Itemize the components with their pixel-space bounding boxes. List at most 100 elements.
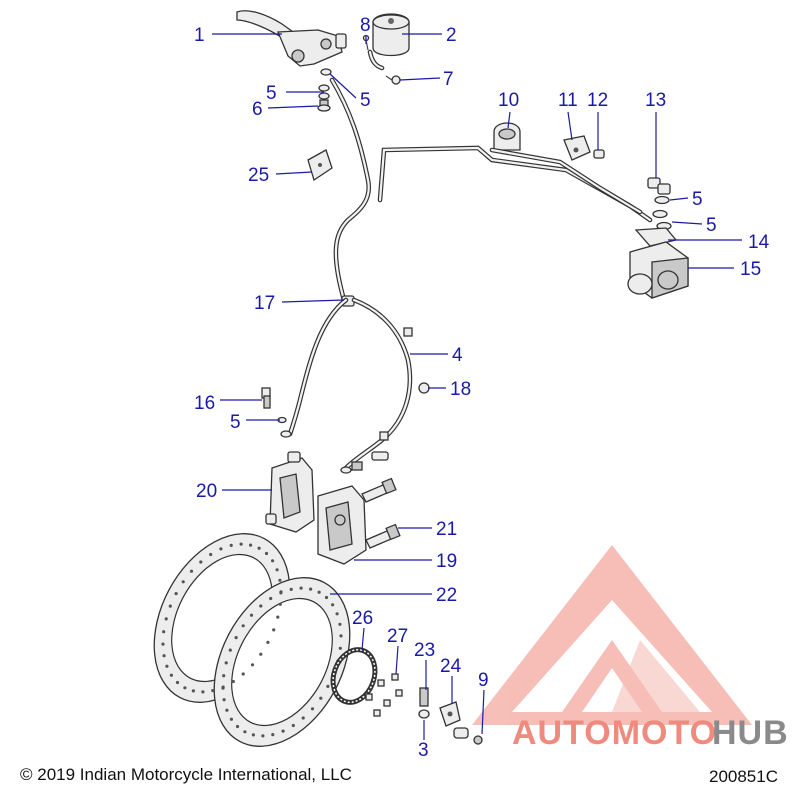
callout-11: 11 [558, 90, 578, 111]
callout-18: 18 [450, 379, 471, 400]
rotor-drill-hole [266, 640, 270, 645]
rotor-drill-hole [264, 551, 269, 556]
rotor-drill-hole [241, 624, 245, 628]
rotor-drill-hole [162, 630, 166, 634]
rotor-drill-hole [271, 733, 275, 737]
callout-8: 8 [360, 15, 371, 36]
rotor-drill-hole [234, 636, 238, 640]
master-cylinder-lever [236, 10, 347, 67]
rotor-drill-hole [257, 546, 261, 550]
bracket-25 [307, 149, 333, 182]
rotor-drill-hole [326, 684, 330, 689]
rotor-drill-hole [289, 587, 293, 592]
abs-bracket [634, 227, 678, 247]
rotor-drill-hole [275, 568, 279, 572]
line-clamp [563, 135, 591, 161]
abs-bolts [647, 177, 672, 231]
rotor-drill-hole [225, 708, 229, 712]
rotor-drill-hole [271, 559, 275, 563]
brake-caliper-left [265, 451, 315, 533]
rotor-drill-hole [317, 590, 321, 594]
rotor-drill-hole [278, 602, 282, 606]
callout-14: 14 [748, 232, 770, 253]
caliper-mount-bolts [361, 477, 401, 549]
callout-5: 5 [266, 83, 277, 104]
callout-20: 20 [196, 481, 217, 502]
callout-5: 5 [692, 189, 703, 210]
hose-clip [493, 122, 521, 151]
rotor-drill-hole [324, 595, 329, 600]
rotor-drill-hole [175, 680, 180, 685]
rotor-drill-hole [338, 622, 342, 626]
hose-fittings [340, 451, 389, 474]
rotor-drill-holes [161, 542, 343, 738]
clamp-bolt [593, 149, 605, 159]
wheel-speed-sensor [418, 687, 483, 745]
rotor-drill-hole [228, 648, 232, 652]
callout-25: 25 [248, 165, 269, 186]
callout-3: 3 [418, 740, 429, 761]
watermark-text-automoto: AUTOMOTO [512, 714, 718, 752]
rotor-drill-hole [331, 603, 335, 607]
rotor-drill-hole [161, 642, 165, 646]
rotor-drill-hole [211, 689, 215, 693]
rotor-drill-hole [251, 733, 255, 737]
rotor-drill-hole [338, 646, 342, 650]
callout-5: 5 [706, 215, 717, 236]
rotor-drill-hole [222, 674, 226, 678]
callout-leaders [212, 33, 742, 740]
callout-13: 13 [645, 90, 666, 111]
rotor-drill-hole [310, 707, 315, 711]
rotor-drill-hole [219, 547, 223, 551]
watermark-text-hub: HUB [712, 714, 789, 752]
callout-5: 5 [230, 412, 241, 433]
rotor-drill-hole [319, 696, 323, 700]
rotor-drill-hole [229, 717, 233, 721]
callout-24: 24 [440, 656, 462, 677]
rotor-drill-hole [291, 723, 295, 728]
rotor-drill-hole [309, 587, 313, 591]
callout-21: 21 [436, 519, 457, 540]
callout-6: 6 [252, 99, 263, 120]
callout-16: 16 [194, 393, 215, 414]
banjo-bolt-washers-top [317, 68, 332, 112]
callout-5: 5 [360, 90, 371, 111]
rotor-drill-hole [241, 672, 245, 676]
reservoir [372, 13, 410, 57]
watermark-logo [472, 545, 752, 725]
hose-clamp [385, 75, 401, 85]
callout-2: 2 [446, 25, 457, 46]
rotor-drill-hole [278, 578, 282, 582]
rotor-drill-hole [201, 690, 205, 694]
rotor-drill-hole [272, 628, 276, 632]
abs-module [627, 241, 689, 299]
rotor-drill-hole [181, 580, 185, 584]
brake-rotor-right [213, 577, 351, 747]
rotor-drill-hole [249, 543, 253, 547]
rotor-drill-hole [301, 716, 305, 720]
rotor-drill-hole [269, 596, 273, 601]
rotor-drill-hole [209, 552, 213, 557]
bleeder-cap [418, 382, 430, 394]
rotor-drill-hole [191, 689, 195, 693]
caliper-hoses [287, 297, 413, 471]
abs-tone-ring [330, 647, 378, 705]
callout-12: 12 [587, 90, 608, 111]
brake-hoses [329, 77, 653, 303]
rotor-drill-hole [189, 569, 194, 573]
rotor-drill-hole [279, 591, 283, 595]
rotor-drill-hole [259, 604, 263, 608]
rotor-drill-hole [249, 613, 254, 617]
callout-27: 27 [387, 626, 408, 647]
rotor-drill-hole [235, 724, 240, 729]
rotor-drill-hole [243, 730, 247, 734]
rotor-drill-hole [169, 673, 173, 677]
callout-10: 10 [498, 90, 519, 111]
rotor-drill-hole [174, 592, 178, 596]
rotor-drill-hole [250, 663, 255, 667]
rotor-drill-hole [168, 604, 172, 608]
rotor-drill-hole [276, 615, 280, 619]
rotor-drill-hole [229, 543, 233, 548]
rotor-drill-hole [335, 612, 339, 616]
